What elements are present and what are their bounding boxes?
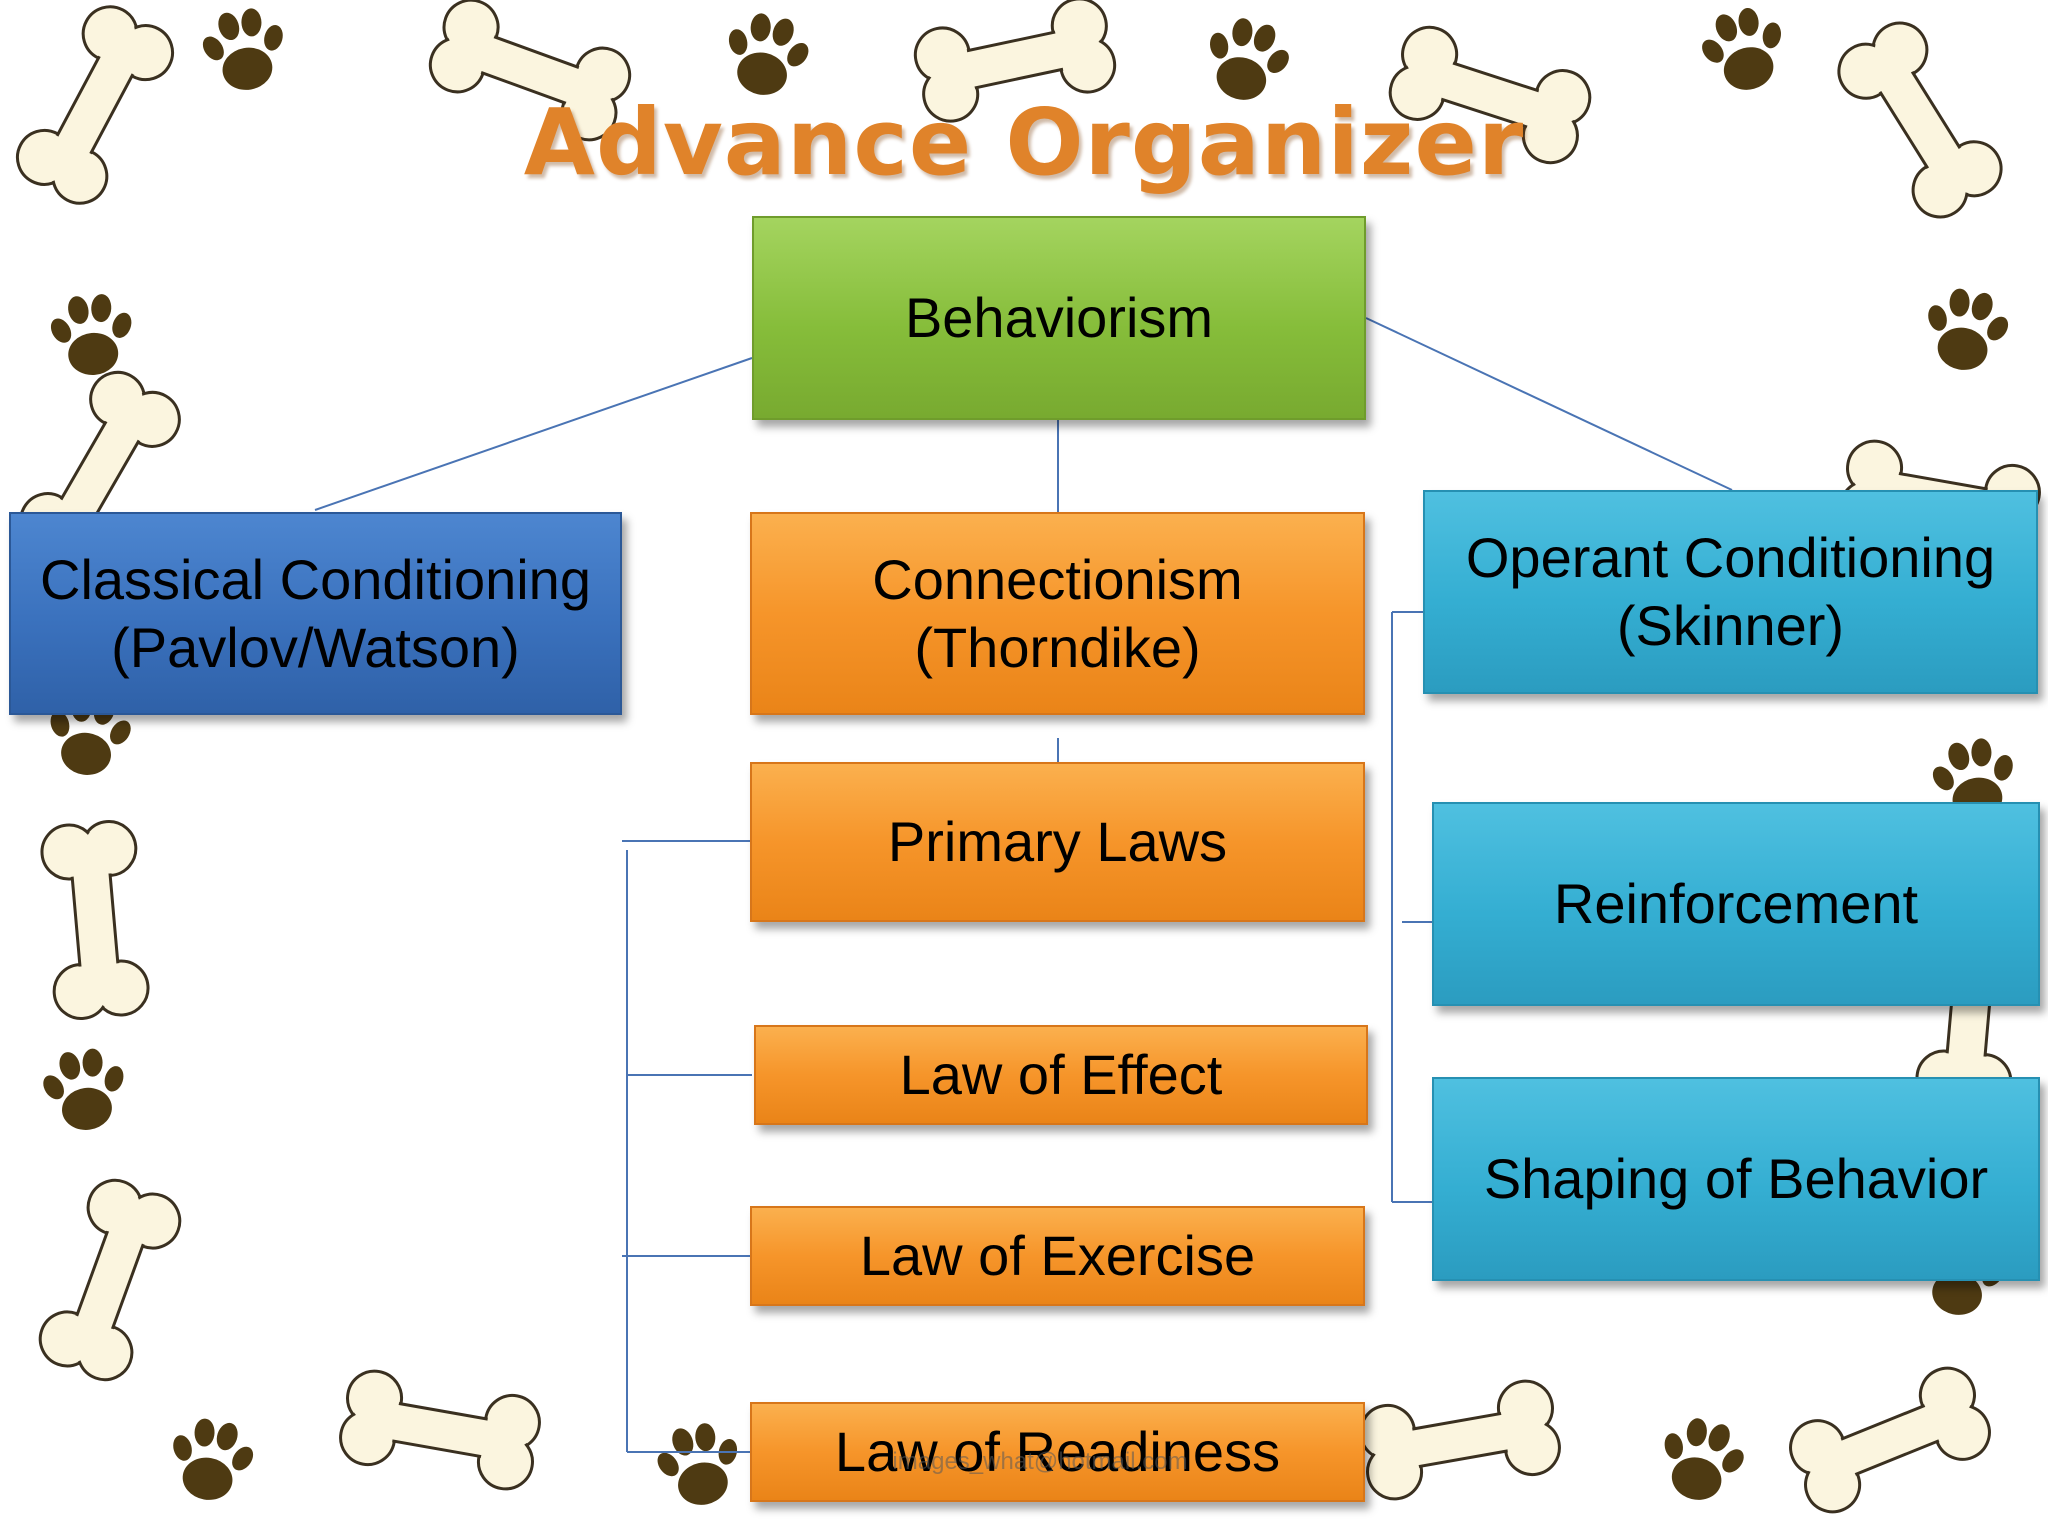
node-law-of-readiness: Law of Readiness [750, 1402, 1365, 1502]
node-label-line2: (Skinner) [1616, 594, 1845, 657]
node-label: Primary Laws [887, 810, 1228, 873]
node-label: Reinforcement [1553, 872, 1919, 935]
node-label: Law of Readiness [834, 1420, 1281, 1483]
node-classical-conditioning: Classical Conditioning (Pavlov/Watson) [9, 512, 622, 715]
node-label-line1: Classical Conditioning [40, 547, 591, 611]
node-behaviorism: Behaviorism [752, 216, 1366, 420]
node-label-line1: Connectionism [872, 547, 1243, 611]
node-law-of-effect: Law of Effect [754, 1025, 1368, 1125]
connector-root-to-operant [1365, 317, 1733, 491]
node-connectionism: Connectionism (Thorndike) [750, 512, 1365, 715]
node-label-line2: (Thorndike) [914, 615, 1201, 679]
node-shaping-of-behavior: Shaping of Behavior [1432, 1077, 2040, 1281]
node-label: Law of Effect [899, 1043, 1223, 1106]
node-label: Law of Exercise [859, 1224, 1256, 1287]
footer-watermark-text: images_what@hotmail.com [892, 1448, 1188, 1475]
node-primary-laws: Primary Laws [750, 762, 1365, 922]
node-operant-conditioning: Operant Conditioning (Skinner) [1423, 490, 2038, 694]
node-label: Behaviorism [904, 286, 1214, 349]
node-law-of-exercise: Law of Exercise [750, 1206, 1365, 1306]
node-label-line1: Operant Conditioning [1465, 526, 1996, 589]
slide-title: Advance Organizer [523, 89, 1525, 196]
connector-root-to-classical [314, 357, 753, 511]
node-label-line2: (Pavlov/Watson) [111, 615, 520, 679]
node-reinforcement: Reinforcement [1432, 802, 2040, 1006]
node-label: Shaping of Behavior [1483, 1147, 1989, 1210]
